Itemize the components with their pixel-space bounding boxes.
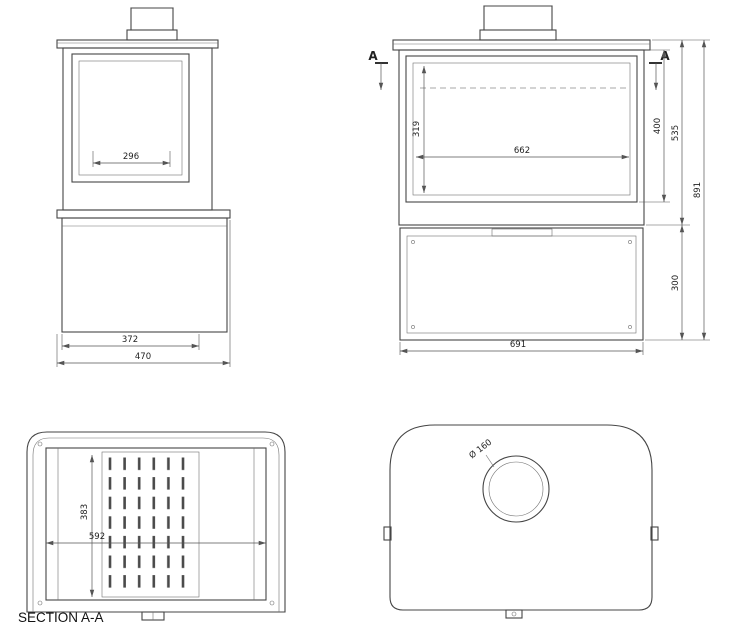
top-plate	[392, 39, 651, 51]
drawer-handle	[491, 228, 553, 237]
dim-text-470: 470	[135, 352, 151, 362]
drawer-panel	[406, 235, 637, 334]
flue-collar	[126, 29, 178, 41]
dim-total-depth: 470	[56, 220, 231, 367]
front-glass	[405, 55, 638, 203]
firebox	[45, 447, 267, 601]
base-drawer	[399, 227, 644, 341]
top-view: Ø 160	[383, 424, 659, 619]
side-view: 296 372 470	[56, 7, 231, 367]
section-letter: A	[368, 49, 378, 63]
dim-text-400: 400	[653, 118, 663, 134]
grate-slots	[105, 456, 195, 594]
outer-shell	[26, 431, 286, 613]
flue-diameter-label: Ø 160	[467, 437, 494, 461]
section-letter: A	[660, 49, 670, 63]
dim-text-891: 891	[693, 182, 703, 198]
corner-bolt-icon	[269, 600, 275, 606]
right-dimensions: 400 535 300 891	[639, 39, 710, 341]
dim-total-height: 891	[693, 39, 707, 341]
dim-window-width: 296	[92, 151, 171, 167]
dim-body-depth: 372	[61, 334, 200, 350]
flue-collar	[479, 29, 557, 41]
front-view: A A 319 662	[368, 5, 710, 355]
pedestal-side	[61, 217, 228, 333]
bottom-tab	[141, 611, 165, 621]
grate-panel	[101, 451, 200, 598]
dim-base-width: 691	[399, 340, 644, 355]
dim-text-372: 372	[122, 335, 138, 345]
inner-shell	[32, 437, 280, 612]
side-window	[71, 53, 190, 183]
side-tabs	[383, 526, 659, 541]
section-aa-view: 383 592 SECTION A-A	[18, 431, 286, 625]
front-glass-pane	[412, 62, 631, 196]
mid-band	[56, 209, 231, 219]
stove-body-front	[398, 49, 645, 226]
dim-glass-width: 662	[415, 146, 630, 160]
flue-opening	[482, 455, 550, 523]
corner-bolt-icon	[269, 441, 275, 447]
section-marker-right: A	[649, 49, 670, 91]
corner-bolt-icon	[37, 600, 43, 606]
top-outline	[389, 424, 653, 611]
dim-text-662: 662	[514, 146, 530, 156]
dim-inner-width: 592	[45, 532, 267, 546]
dim-inner-depth: 383	[80, 454, 95, 598]
dim-glass-height: 319	[412, 65, 427, 194]
dim-text-592: 592	[89, 532, 105, 542]
dim-text-319: 319	[412, 121, 422, 137]
dim-upper-body-height: 535	[671, 39, 685, 226]
side-glass	[78, 60, 183, 176]
section-label: SECTION A-A	[18, 610, 104, 625]
bottom-tab	[505, 609, 523, 619]
flue-pipe	[126, 7, 178, 41]
dim-text-296: 296	[123, 152, 139, 162]
flue-pipe	[479, 5, 557, 41]
stove-body-side	[62, 47, 213, 211]
dim-firebox-height: 400	[653, 49, 667, 203]
dim-base-height: 300	[671, 224, 685, 341]
dim-text-300: 300	[671, 275, 681, 291]
section-marker-left: A	[368, 49, 388, 91]
dim-text-691: 691	[510, 340, 526, 350]
corner-bolt-icon	[37, 441, 43, 447]
dim-text-535: 535	[671, 125, 681, 141]
dim-text-383: 383	[80, 504, 90, 520]
top-plate	[56, 39, 219, 49]
leader-line	[485, 454, 495, 468]
